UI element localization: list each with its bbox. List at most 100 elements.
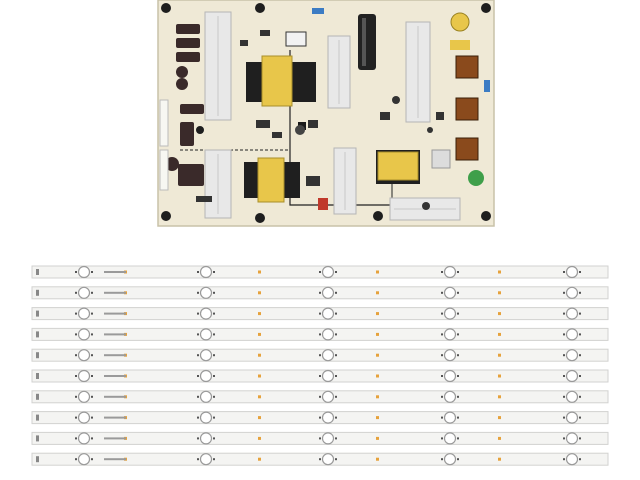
smd-chip — [376, 291, 379, 295]
led-strip — [31, 452, 609, 466]
smd-chip — [258, 270, 261, 274]
led-strip — [31, 411, 609, 425]
smd-chip — [258, 291, 261, 295]
strip-print — [104, 354, 126, 357]
led-lens — [319, 369, 337, 383]
led-lens — [441, 390, 459, 403]
smd-chip — [376, 270, 379, 274]
bulk-capacitor — [358, 14, 376, 70]
led-lens — [441, 432, 459, 445]
capacitors — [165, 24, 204, 186]
smd-chip — [376, 312, 379, 316]
led-lens — [319, 286, 337, 299]
smd-chip — [258, 457, 261, 461]
led-lens — [441, 369, 459, 383]
led-lens — [319, 411, 337, 424]
led-lens — [75, 432, 93, 445]
led-lens — [563, 453, 581, 466]
led-strip — [31, 369, 609, 383]
strip-print — [104, 375, 126, 377]
strip-print — [104, 416, 126, 419]
led-lens — [563, 265, 581, 279]
smd-chip — [258, 353, 261, 357]
led-strip — [31, 286, 609, 300]
led-lens — [441, 307, 459, 320]
smd-chip — [258, 374, 261, 378]
smd-chip — [258, 395, 261, 399]
smd-chip — [376, 353, 379, 357]
smd-chip — [376, 374, 379, 378]
led-strip — [31, 327, 609, 341]
led-lens — [319, 265, 337, 279]
smd-chip — [258, 416, 261, 420]
strip-print — [104, 395, 126, 398]
led-lens — [563, 349, 581, 362]
led-strip — [31, 265, 609, 279]
smd-chip — [498, 332, 501, 336]
led-lens — [563, 390, 581, 403]
led-lens — [197, 328, 215, 341]
smd-chip — [498, 457, 501, 461]
smd-chip — [376, 416, 379, 420]
led-strip — [31, 431, 609, 445]
strip-print — [104, 437, 126, 440]
led-lens — [197, 432, 215, 445]
led-lens — [75, 411, 93, 424]
smd-chip — [376, 436, 379, 440]
smd-chip — [498, 416, 501, 420]
led-lens — [75, 390, 93, 403]
led-lens — [197, 453, 215, 466]
strip-print — [104, 312, 126, 315]
led-lens — [197, 411, 215, 424]
led-lens — [197, 265, 215, 279]
led-lens — [75, 286, 93, 299]
led-lens — [197, 349, 215, 362]
smd-chip — [376, 457, 379, 461]
led-lens — [75, 453, 93, 466]
led-lens — [563, 369, 581, 383]
led-lens — [563, 328, 581, 341]
transformers — [244, 55, 420, 203]
led-lens — [563, 286, 581, 299]
led-lens — [319, 328, 337, 341]
led-lens — [563, 307, 581, 320]
smd-chip — [498, 312, 501, 316]
led-lens — [441, 349, 459, 362]
led-lens — [197, 390, 215, 403]
led-lens — [75, 307, 93, 320]
led-lens — [563, 432, 581, 445]
led-lens — [441, 328, 459, 341]
led-lens — [75, 349, 93, 362]
strip-print — [104, 271, 126, 273]
strip-print — [104, 291, 126, 294]
smd-chip — [498, 436, 501, 440]
led-lens — [75, 369, 93, 383]
led-lens — [319, 453, 337, 466]
led-lens — [75, 328, 93, 341]
led-lens — [441, 286, 459, 299]
mounting-holes — [161, 3, 491, 223]
smd-chip — [258, 312, 261, 316]
led-lens — [441, 265, 459, 279]
smd-chip — [498, 291, 501, 295]
led-lens — [441, 411, 459, 424]
led-lens — [319, 307, 337, 320]
led-lens — [319, 432, 337, 445]
smd-chip — [498, 395, 501, 399]
led-backlight-strips — [31, 265, 609, 466]
led-lens — [319, 349, 337, 362]
led-lens — [197, 307, 215, 320]
led-lens — [197, 286, 215, 299]
smd-chip — [498, 353, 501, 357]
strip-print — [104, 458, 126, 461]
led-lens — [75, 265, 93, 279]
led-lens — [319, 390, 337, 403]
smd-chip — [258, 436, 261, 440]
led-strip — [31, 390, 609, 404]
smd-chip — [376, 395, 379, 399]
led-lens — [563, 411, 581, 424]
led-lens — [441, 453, 459, 466]
smd-chip — [376, 332, 379, 336]
smd-chip — [498, 374, 501, 378]
led-strip — [31, 307, 609, 321]
